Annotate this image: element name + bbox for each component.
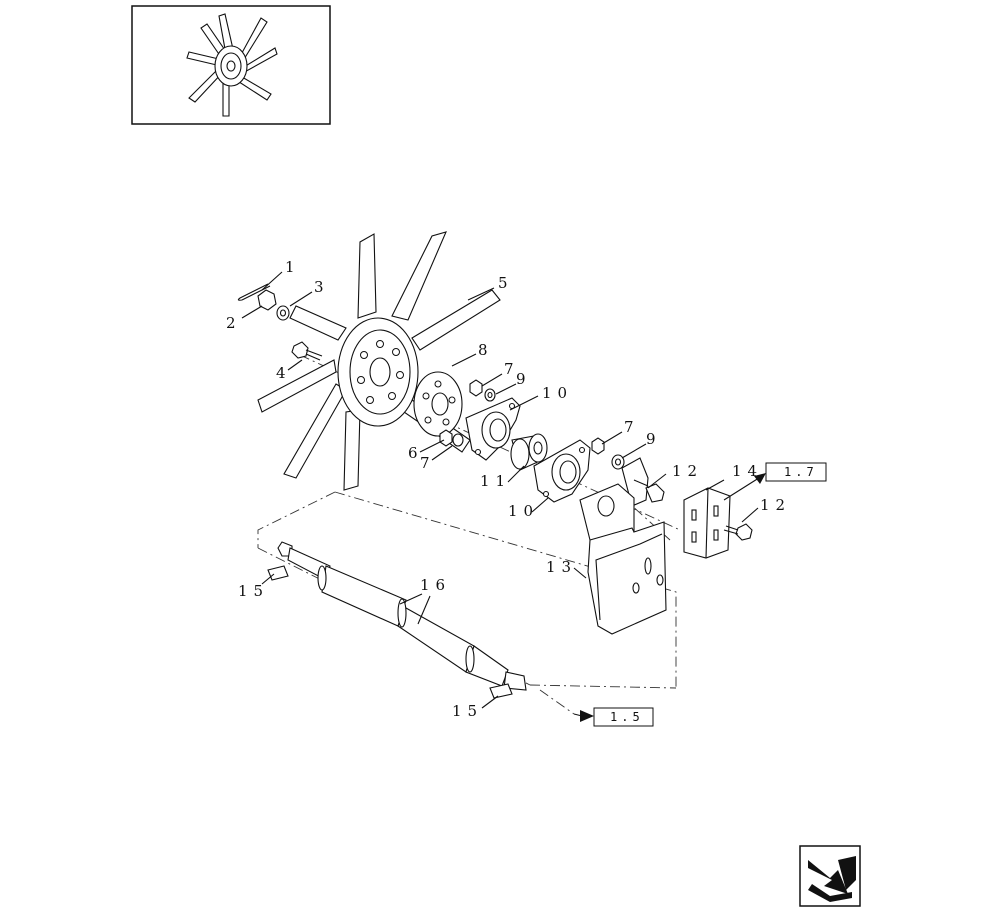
callout-11: 11 (480, 472, 511, 490)
bearing-housing-lower (533, 439, 591, 503)
reference-right[interactable]: 1.7 (723, 462, 827, 501)
callout-10b: 10 (508, 502, 539, 520)
callout-7a: 7 (504, 360, 520, 378)
drive-shaft (267, 541, 527, 699)
callout-12a: 12 (672, 462, 703, 480)
callout-8: 8 (478, 341, 494, 359)
callout-9a: 9 (516, 370, 532, 388)
callout-16: 16 (420, 576, 451, 594)
bearing-housing-upper (465, 397, 521, 461)
callout-1: 1 (285, 258, 301, 276)
callout-14: 14 (732, 462, 763, 480)
callout-7c: 7 (624, 418, 640, 436)
clamp-plate (683, 487, 753, 559)
callout-10a: 10 (542, 384, 573, 402)
callout-5: 5 (498, 274, 514, 292)
callout-labels: 1 2 3 4 5 6 7 7 7 8 9 9 10 10 11 12 12 1… (226, 258, 791, 720)
reference-label-bottom: 1.5 (610, 710, 644, 724)
callout-15a: 15 (238, 582, 269, 600)
leader-lines (241, 271, 759, 709)
reference-bottom[interactable]: 1.5 (539, 689, 654, 727)
hardware-left (237, 283, 323, 361)
callout-13: 13 (546, 558, 577, 576)
fan-thumbnail-icon (186, 13, 278, 117)
next-page-arrow-icon (808, 856, 856, 902)
callout-2: 2 (226, 314, 242, 332)
small-plate (621, 457, 665, 507)
bearing (510, 433, 548, 471)
callout-12b: 12 (760, 496, 791, 514)
fan-assembly (257, 231, 501, 491)
callout-4: 4 (276, 364, 292, 382)
callout-3: 3 (314, 278, 330, 296)
support-bracket (579, 483, 667, 635)
nuts-washers (439, 379, 625, 470)
callout-7b: 7 (420, 454, 436, 472)
callout-9b: 9 (646, 430, 662, 448)
reference-label-right: 1.7 (784, 465, 818, 479)
callout-6: 6 (408, 444, 424, 462)
next-page-button[interactable] (799, 845, 861, 907)
flange-plate (413, 371, 463, 437)
callout-15b: 15 (452, 702, 483, 720)
thumbnail-panel[interactable] (131, 5, 331, 125)
